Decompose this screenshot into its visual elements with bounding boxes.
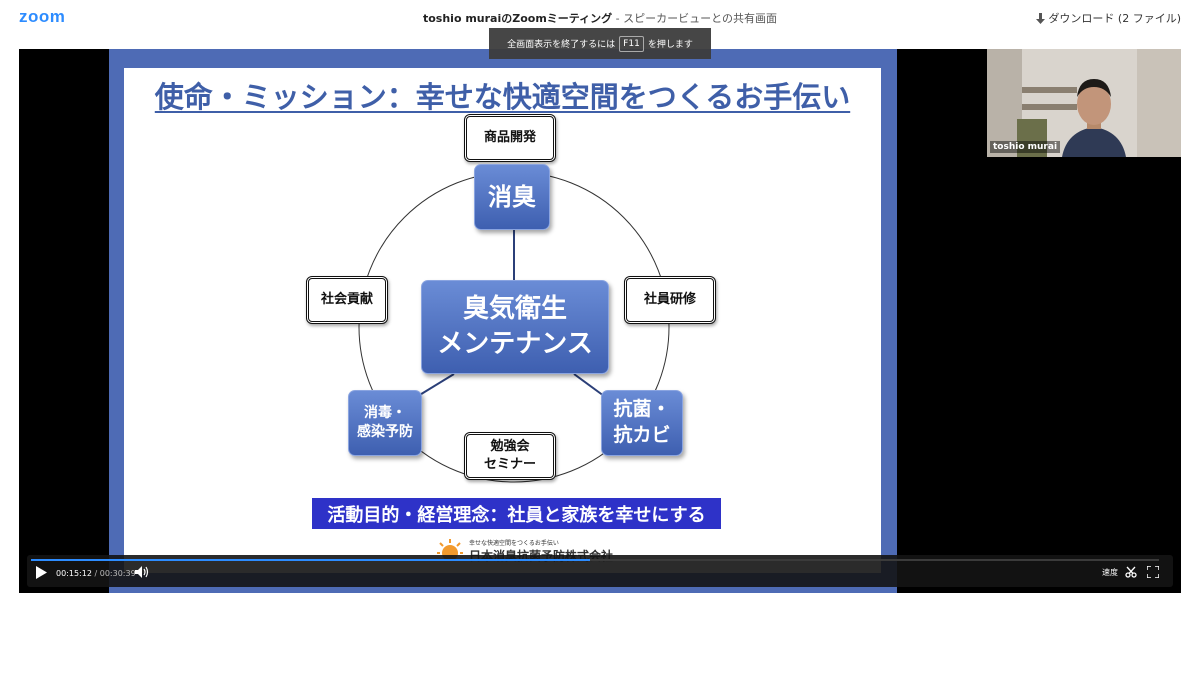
slide: 使命・ミッション：幸せな快適空間をつくるお手伝い 商品開発 社会貢献 社員研修 … (124, 68, 881, 573)
meeting-title: toshio muraiのZoomミーティング (422, 12, 613, 25)
speaker-video-thumbnail[interactable]: toshio murai (987, 49, 1181, 157)
participant-name: toshio murai (990, 141, 1061, 153)
node-social-contribution: 社会貢献 (306, 276, 388, 324)
progress-bar[interactable] (31, 559, 1159, 561)
slide-title: 使命・ミッション：幸せな快適空間をつくるお手伝い (154, 80, 851, 114)
download-button[interactable]: ダウンロード (2 ファイル) (1036, 10, 1181, 26)
center-line1: 臭気衛生 (462, 293, 567, 324)
playback-controls: 00:15:12 / 00:30:39 速度 (27, 555, 1173, 587)
mission-statement: 活動目的・経営理念：社員と家族を幸せにする (312, 498, 721, 529)
shared-screen: 使命・ミッション：幸せな快適空間をつくるお手伝い 商品開発 社会貢献 社員研修 … (109, 49, 897, 593)
node-product-development: 商品開発 (464, 114, 556, 162)
center-line2: メンテナンス (437, 329, 593, 359)
node-label: 社会貢献 (320, 291, 373, 307)
node-label: 消毒・ (364, 405, 406, 422)
f11-key: F11 (619, 35, 644, 52)
download-label: ダウンロード (2 ファイル) (1048, 12, 1181, 25)
zoom-logo: zoom (19, 7, 66, 26)
node-center-maintenance: 臭気衛生メンテナンス (421, 280, 609, 374)
node-label: 商品開発 (483, 129, 536, 145)
node-study-seminar: 勉強会セミナー (464, 432, 556, 480)
speed-button[interactable]: 速度 (1102, 568, 1118, 577)
node-label: 社員研修 (643, 291, 696, 307)
fullscreen-hint: 全画面表示を終了するには F11 を押します (489, 28, 711, 59)
download-arrow-icon (1036, 12, 1046, 24)
duration: 00:30:39 (99, 569, 136, 578)
connector-left (417, 373, 455, 397)
company-tagline: 幸せな快適空間をつくるお手伝い (469, 540, 559, 547)
node-label: 消臭 (488, 182, 536, 211)
node-deodorize: 消臭 (474, 164, 550, 230)
current-time: 00:15:12 (56, 569, 92, 578)
node-label: 抗菌・ (613, 398, 671, 421)
speaker-video-image (987, 49, 1181, 157)
node-label: セミナー (483, 457, 536, 472)
node-antibacterial: 抗菌・抗カビ (601, 390, 683, 456)
hint-prefix: 全画面表示を終了するには (507, 40, 616, 50)
volume-icon[interactable] (135, 566, 149, 578)
play-icon[interactable] (35, 566, 47, 579)
node-label: 抗カビ (613, 424, 671, 446)
connector-right (573, 373, 605, 397)
progress-fill (31, 559, 591, 561)
time-display: 00:15:12 / 00:30:39 (56, 569, 136, 578)
scissors-icon[interactable] (1125, 566, 1137, 578)
node-label: 感染予防 (357, 424, 413, 440)
node-disinfection: 消毒・感染予防 (348, 390, 422, 456)
time-separator: / (94, 569, 98, 578)
hint-suffix: を押します (647, 40, 693, 50)
fullscreen-icon[interactable] (1147, 566, 1159, 578)
node-employee-training: 社員研修 (624, 276, 716, 324)
window-title: toshio muraiのZoomミーティング - スピーカービューとの共有画面 (0, 10, 1200, 26)
view-subtitle: - スピーカービューとの共有画面 (612, 12, 777, 25)
node-label: 勉強会 (490, 438, 530, 454)
